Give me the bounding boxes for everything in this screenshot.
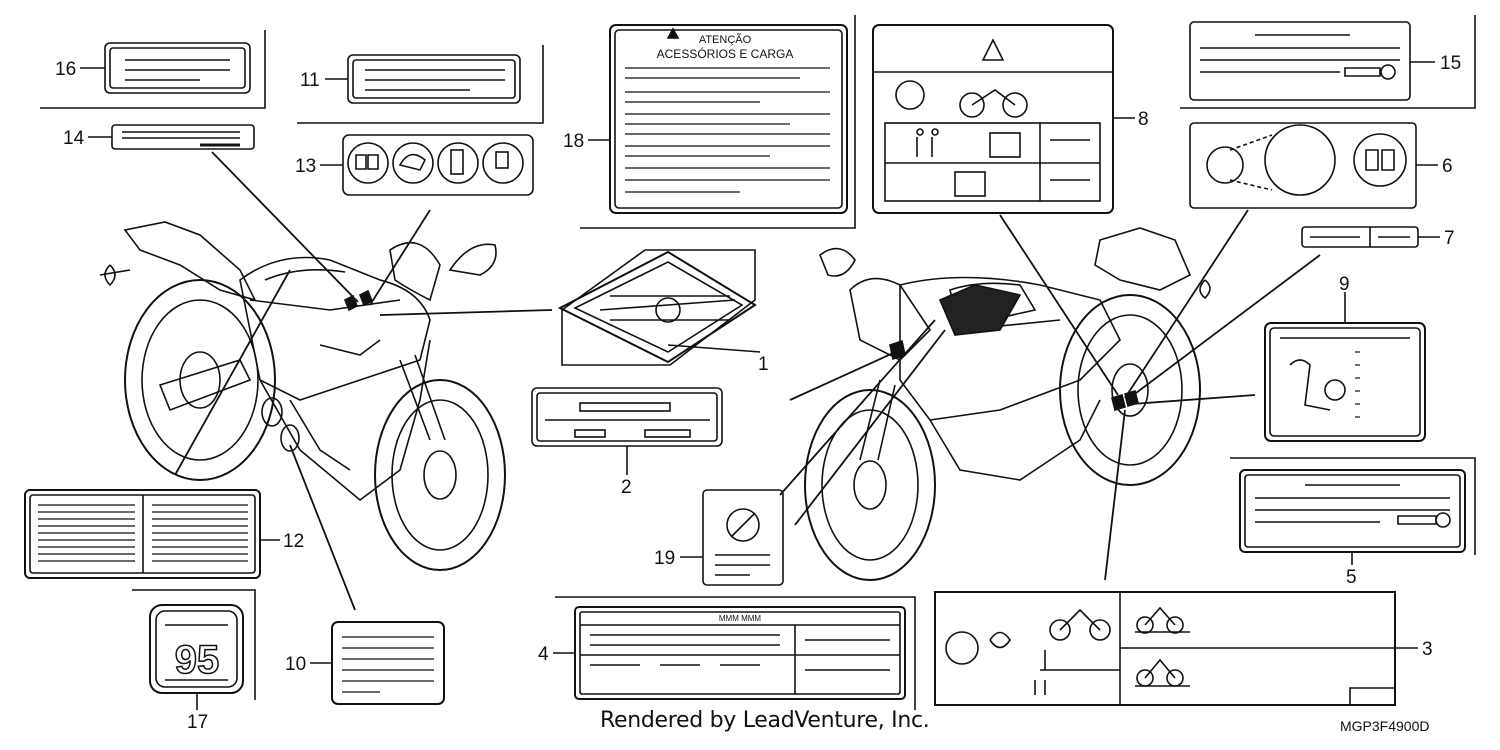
motorcycle-right-illustration — [804, 227, 1211, 581]
helmet-icon — [989, 631, 1011, 649]
label-10 — [331, 621, 445, 705]
rider-passenger-icon — [916, 128, 924, 136]
callout-7: 7 — [1444, 228, 1455, 249]
callout-13: 13 — [295, 156, 316, 177]
callout-6: 6 — [1442, 156, 1453, 177]
helmet-icon — [392, 142, 434, 184]
label-18 — [609, 24, 848, 214]
label-2 — [531, 387, 723, 447]
label-11 — [347, 54, 521, 104]
label-4 — [574, 606, 906, 700]
label-7 — [1301, 226, 1419, 248]
label-17-octane: 95 — [175, 638, 220, 682]
label-15 — [1189, 21, 1411, 101]
luggage-icon — [989, 132, 1021, 158]
diagram-code: MGP3F4900D — [1340, 718, 1430, 734]
manual-book-icon — [895, 80, 925, 110]
label-16 — [104, 42, 251, 94]
label-8 — [872, 24, 1114, 214]
warning-triangle-icon — [666, 27, 680, 39]
no-smoking-icon — [726, 508, 760, 542]
tire-icon — [1380, 64, 1396, 80]
label-1 — [557, 249, 757, 366]
manual-book-icon — [347, 142, 389, 184]
label-9 — [1264, 322, 1426, 442]
callout-11: 11 — [300, 70, 320, 91]
callout-3: 3 — [1422, 639, 1433, 660]
callout-12: 12 — [283, 531, 304, 552]
tire-icon — [1435, 512, 1451, 528]
motorcycle-icon — [959, 92, 985, 118]
callout-15: 15 — [1440, 53, 1461, 74]
warning-triangle-icon — [981, 38, 1005, 61]
callout-ticks — [80, 61, 1440, 710]
label-3 — [934, 591, 1396, 706]
fuel-pump-icon — [437, 142, 479, 184]
motorcycle-left-illustration — [99, 221, 506, 571]
callout-4: 4 — [538, 644, 549, 665]
callout-16: 16 — [55, 59, 76, 80]
callout-18: 18 — [563, 131, 584, 152]
label-12 — [24, 489, 261, 579]
label-18-subtitle: ACESSÓRIOS E CARGA — [657, 46, 794, 61]
label-18-title: ATENÇÃO — [699, 33, 752, 46]
rider-passenger-icon — [1034, 650, 1046, 695]
callout-9: 9 — [1339, 274, 1350, 295]
label-4-header: MMM MMM — [719, 614, 762, 623]
fuel-cap-icon — [482, 142, 524, 184]
callout-2: 2 — [621, 477, 632, 498]
callout-17: 17 — [187, 712, 208, 733]
group-brackets — [40, 15, 1476, 710]
callout-1: 1 — [758, 354, 769, 375]
callout-numbers: 16 14 11 13 18 8 15 6 7 9 1 2 19 12 10 1… — [55, 53, 1461, 733]
motorcycle-icon — [1049, 619, 1071, 641]
manual-book-icon — [945, 631, 979, 665]
callout-19: 19 — [654, 548, 675, 569]
callout-8: 8 — [1138, 109, 1149, 130]
callout-5: 5 — [1346, 567, 1357, 588]
leader-lines — [174, 151, 1321, 611]
render-credit: Rendered by LeadVenture, Inc. — [600, 708, 930, 733]
callout-10: 10 — [285, 654, 306, 675]
label-5 — [1239, 469, 1466, 553]
label-6 — [1189, 122, 1417, 209]
tire-icon — [1206, 146, 1244, 184]
callout-14: 14 — [63, 128, 85, 149]
label-19 — [702, 489, 784, 586]
manual-book-icon — [1353, 133, 1407, 187]
label-14 — [111, 124, 255, 150]
label-13 — [342, 134, 534, 196]
